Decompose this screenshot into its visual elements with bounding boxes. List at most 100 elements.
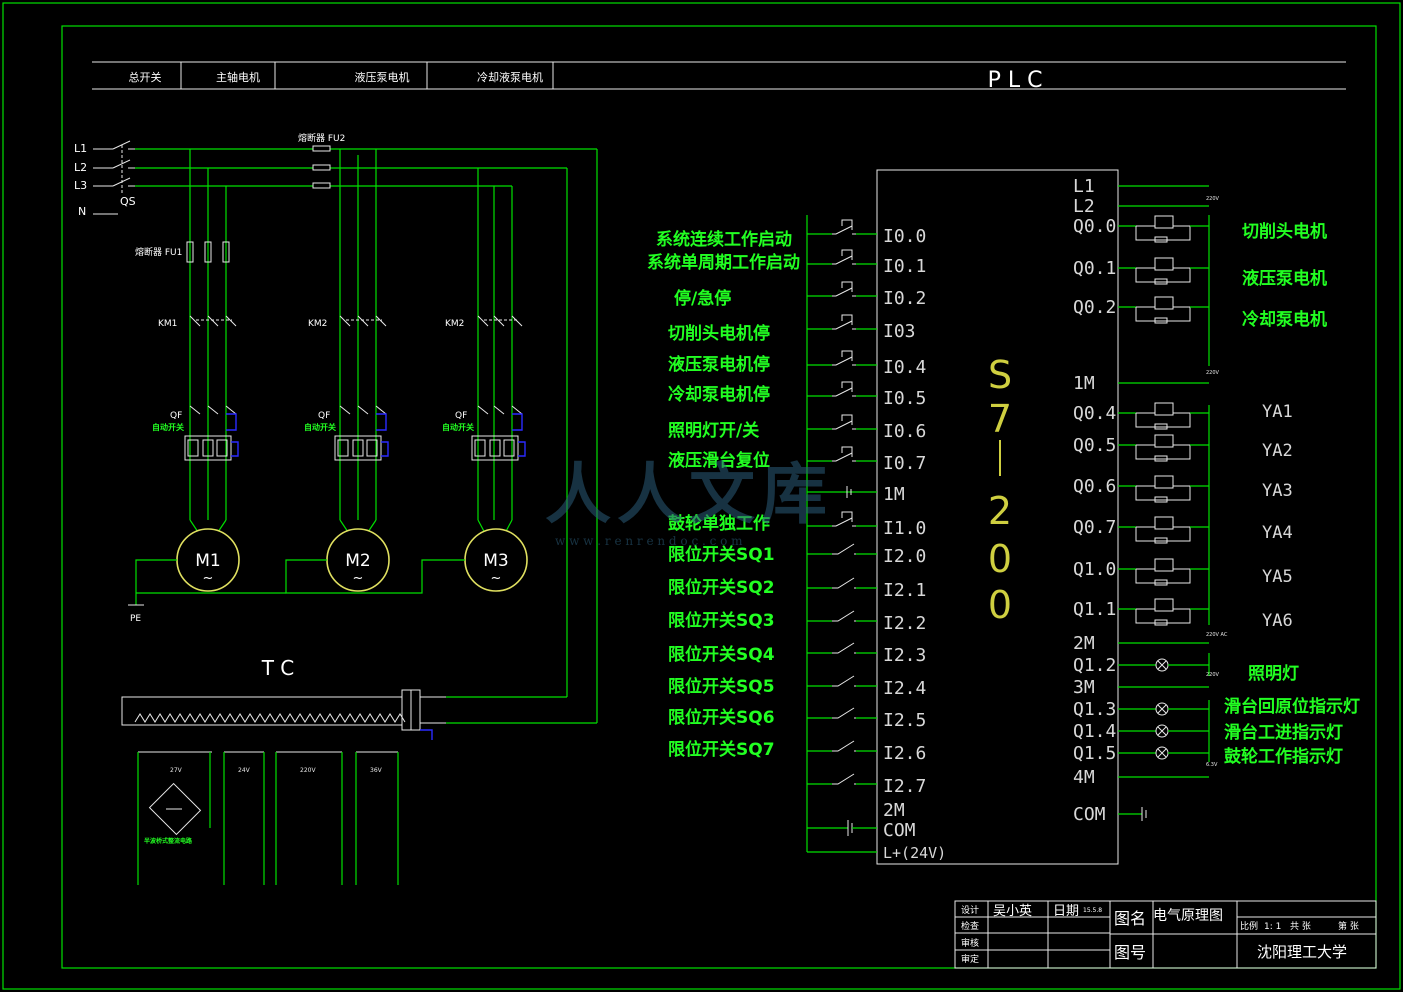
line-label-l3: L3	[74, 179, 87, 192]
qs-label: QS	[120, 195, 136, 208]
tc-voltage-1: 24V	[238, 767, 251, 774]
header-section-0: 总开关	[129, 70, 162, 84]
output-valve-5: YA6	[1262, 611, 1293, 631]
tb-date-label: 日期	[1053, 904, 1079, 919]
plc-output-terminal: 2M	[1073, 633, 1095, 654]
relay-coil	[1154, 257, 1174, 271]
plc-block: S 7 2 0 0 I0.0I0.1I0.2I03I0.4I0.5I0.6I0.…	[876, 169, 1119, 865]
input-pushbutton-contact	[832, 511, 856, 527]
relay-coil	[1154, 296, 1174, 310]
input-limit-switch-contact	[832, 642, 856, 654]
relay-coil	[1154, 215, 1174, 229]
input-label: 切削头电机停	[668, 323, 770, 344]
plc-output-terminal: Q1.5	[1073, 743, 1116, 764]
plc-output-terminal: 4M	[1073, 767, 1095, 788]
input-pushbutton-contact	[832, 350, 856, 366]
plc-input-terminal: I0.4	[883, 357, 926, 378]
plc-output-terminal: L1	[1073, 176, 1095, 197]
qf2-label: QF	[318, 411, 330, 421]
plc-output-terminals: L1L2Q0.0Q0.1Q0.21MQ0.4Q0.5Q0.6Q0.7Q1.0Q1…	[1073, 176, 1116, 825]
lamp-cross	[1157, 704, 1167, 714]
output-valve-3: YA4	[1262, 523, 1293, 543]
output-lamp-0: 照明灯	[1248, 664, 1299, 684]
input-label: 鼓轮单独工作	[668, 513, 770, 534]
relay-coil	[1154, 402, 1174, 416]
input-pushbutton-contact	[832, 219, 856, 235]
relay-contact-loop	[1135, 444, 1191, 460]
output-motor-0: 切削头电机	[1242, 221, 1327, 242]
input-limit-switch-contact	[832, 707, 856, 719]
motor-m3-ac: ~	[491, 571, 502, 586]
supply-label-1: 220V	[1206, 370, 1220, 376]
line-label-l1: L1	[74, 142, 87, 155]
lamp-cross	[1157, 748, 1167, 758]
output-lamp-1: 滑台回原位指示灯	[1224, 696, 1360, 717]
output-valve-4: YA5	[1262, 567, 1293, 587]
plc-input-terminal: I0.6	[883, 421, 926, 442]
input-label: 限位开关SQ7	[668, 739, 775, 760]
plc-title: P L C	[988, 68, 1043, 93]
plc-output-terminal: 1M	[1073, 373, 1095, 394]
qf1-label: QF	[170, 411, 182, 421]
plc-output-terminal: L2	[1073, 196, 1095, 217]
plc-input-terminal: I2.0	[883, 546, 926, 567]
inner-frame	[61, 25, 1377, 969]
plc-model-0b: 0	[988, 583, 1012, 627]
input-limit-switch-contact	[832, 577, 856, 589]
motor-m2-ac: ~	[353, 571, 364, 586]
relay-contact	[1154, 278, 1168, 285]
tb-check-label: 检查	[961, 920, 979, 932]
tb-total: 共 张	[1290, 921, 1311, 932]
input-limit-switch-contact	[832, 610, 856, 622]
input-label: 限位开关SQ1	[668, 544, 775, 565]
input-label: 限位开关SQ3	[668, 610, 775, 631]
km3-label: KM2	[445, 319, 464, 329]
plc-model-0a: 0	[988, 537, 1012, 581]
plc-output-terminal: Q1.4	[1073, 721, 1116, 742]
motor-branch-3: KM2 QF 自动开关	[442, 168, 526, 536]
tb-drawing-no-label: 图号	[1114, 943, 1146, 962]
plc-input-terminal: I2.5	[883, 710, 926, 731]
watermark: 人人文库 w w w . r e n r e n d o c . c o m	[545, 455, 827, 548]
motor-m3-label: M3	[483, 551, 508, 571]
plc-input-terminal: I0.0	[883, 226, 926, 247]
plc-output-terminal: Q1.3	[1073, 699, 1116, 720]
input-label: 限位开关SQ5	[668, 676, 775, 697]
main-switch-qs: QS	[93, 140, 136, 215]
qf3-label: QF	[455, 411, 467, 421]
plc-input-terminal: I2.6	[883, 743, 926, 764]
tc-label: T C	[261, 656, 295, 680]
plc-input-terminal: I2.2	[883, 613, 926, 634]
relay-coil	[1154, 475, 1174, 489]
input-pushbutton-contact	[832, 381, 856, 397]
supply-label-2: 220V AC	[1206, 632, 1228, 638]
plc-output-terminal: COM	[1073, 804, 1106, 825]
relay-contact	[1154, 455, 1168, 462]
auto-switch-2: 自动开关	[304, 422, 336, 432]
input-label: 限位开关SQ6	[668, 707, 775, 728]
relay-coil	[1154, 434, 1174, 448]
plc-output-terminal: Q1.0	[1073, 559, 1116, 580]
input-label: 冷却泵电机停	[668, 384, 770, 405]
plc-model-2: 2	[988, 489, 1012, 533]
relay-contact	[1154, 236, 1168, 243]
input-pushbutton-contact	[832, 314, 856, 330]
fu2-label: 熔断器 FU2	[298, 132, 345, 144]
tb-date-value: 15.5.8	[1083, 907, 1102, 914]
relay-contact	[1154, 423, 1168, 430]
relay-contact-loop	[1135, 225, 1191, 241]
lamp-cross	[1157, 726, 1167, 736]
plc-output-terminal: Q1.2	[1073, 655, 1116, 676]
tb-designer: 吴小英	[993, 904, 1032, 919]
plc-output-terminal: Q1.1	[1073, 599, 1116, 620]
output-lamp-3: 鼓轮工作指示灯	[1224, 746, 1343, 767]
plc-input-terminal: L+(24V)	[883, 844, 946, 862]
line-label-n: N	[78, 205, 86, 218]
input-pushbutton-contact	[832, 281, 856, 297]
plc-output-terminal: Q0.6	[1073, 476, 1116, 497]
plc-input-terminal: I0.7	[883, 453, 926, 474]
output-wiring	[1118, 185, 1210, 821]
plc-input-terminal: I2.7	[883, 776, 926, 797]
relay-contact-loop	[1135, 608, 1191, 624]
